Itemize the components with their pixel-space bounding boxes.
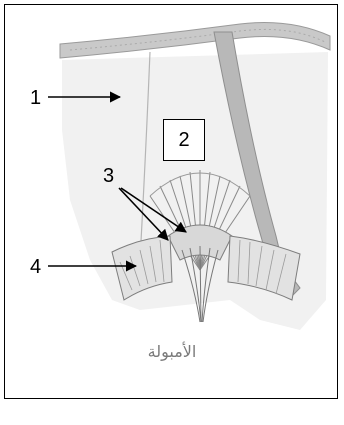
- label-4: 4: [30, 257, 41, 277]
- label-2: 2: [178, 129, 189, 152]
- label-1: 1: [30, 88, 41, 108]
- label-2-box: 2: [163, 119, 205, 161]
- figure-caption: الأمبولة: [0, 342, 344, 361]
- label-3: 3: [103, 166, 114, 186]
- ampulla-wall-top: [60, 23, 330, 59]
